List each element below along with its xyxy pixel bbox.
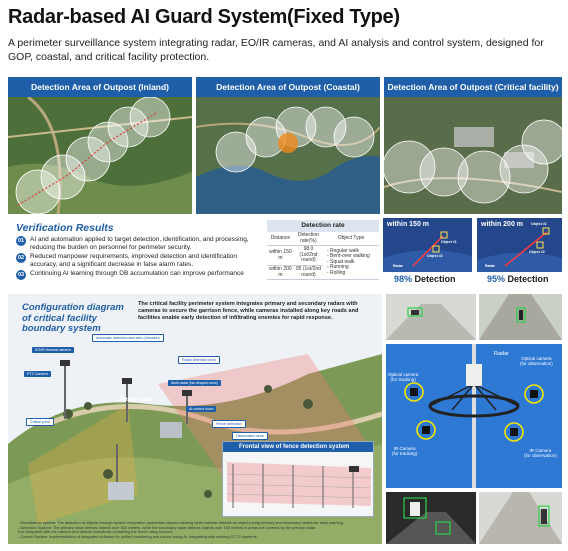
page-title: Radar-based AI Guard System(Fixed Type) [8, 6, 400, 28]
verification-item-2: 02 Reduced manpower requirements, improv… [16, 253, 266, 268]
detection-obj1-200: Object #1 [531, 222, 547, 226]
config-title-line: boundary system [22, 323, 101, 334]
config-title-line: Configuration diagram [22, 302, 124, 313]
tower-optical-right-line: (for observation) [520, 361, 553, 366]
rate-header-distance: Distance [267, 232, 294, 247]
config-footnotes: - Surveillance system: The detection of … [18, 520, 378, 539]
map-coastal-label: Detection Area of Outpost (Coastal) [196, 77, 380, 97]
tag-multi: Multi-radar (fan-shaped area) [168, 380, 221, 386]
map-coastal-image [196, 97, 380, 214]
object-type: - Squat walk [326, 258, 355, 265]
rate-row-2-distance: within 200 m [267, 265, 294, 281]
tower-optical-left-line: Optical camera [388, 372, 419, 377]
footnote: - Detection System: The primary radar de… [18, 524, 317, 530]
detection-obj2-150: Object #2 [427, 254, 443, 258]
fence-illustration [223, 452, 373, 516]
page-subtitle: A perimeter surveillance system integrat… [8, 37, 544, 63]
verification-item-3: 03 Continuing AI learning through DB acc… [16, 270, 266, 280]
detection-rate-title: Detection rate [267, 220, 379, 232]
detection-label-200: Detection [507, 274, 549, 284]
fence-view-title: Frontal view of fence detection system [223, 442, 373, 452]
tower-ir-left-line: (for tracking) [392, 451, 418, 456]
object-type: - Bent-over walking [326, 253, 370, 260]
config-title: Configuration diagram of critical facili… [22, 302, 124, 335]
detection-radar-200: Radar [485, 264, 495, 268]
rate-row-2-rate: 95 (1st/2nd round) [293, 265, 323, 281]
detection-obj1-150: Object #1 [441, 240, 457, 244]
detection-range-200: within 200 m [481, 221, 524, 228]
object-type: - Running [326, 264, 349, 271]
map-inland-image [8, 97, 192, 214]
tower-optical-left-line: (for tracking) [390, 377, 416, 382]
critical-point-label: Critical point [118, 397, 152, 403]
verification-text-1: AI and automation applied to target dete… [30, 236, 249, 251]
footnote: - Control System: Implementation of inte… [18, 533, 258, 539]
fence-view-panel: Frontal view of fence detection system [222, 441, 374, 517]
tower-ir-right: IR Camera (for observation) [524, 448, 557, 458]
rate-header-type: Object Type [322, 232, 379, 247]
tag-radar-detect: Radar detection area [178, 356, 220, 364]
detection-image-150m: within 150 m Object #1 Object #2 Radar [383, 218, 472, 272]
tag-obs-area: Observation area [232, 432, 268, 440]
config-title-line: of critical facility [22, 312, 97, 324]
detection-pct-150: 98% [394, 274, 413, 284]
verification-num-3: 03 [16, 270, 26, 280]
thermal-photo-right [479, 492, 562, 544]
detection-pct-200: 95% [487, 274, 506, 284]
tower-ir-left: IR Camera (for tracking) [392, 446, 417, 456]
detection-radar-150: Radar [393, 264, 403, 268]
map-inland-label: Detection Area of Outpost (Inland) [8, 77, 192, 97]
verification-num-2: 02 [16, 253, 26, 263]
detection-result-150: 98% Detection [394, 274, 456, 284]
map-inland: Detection Area of Outpost (Inland) [8, 77, 192, 214]
verification-text-2: Reduced manpower requirements, improved … [30, 253, 238, 268]
tag-eo-ir: EO/IR thermal camera [32, 347, 74, 353]
tower-radar-label: Radar [494, 351, 509, 357]
tower-optical-right: Optical camera (for observation) [520, 356, 553, 366]
cctv-photo-road [386, 294, 476, 340]
footnote: It is integrated with the camera and det… [18, 529, 174, 535]
config-description: The critical facility perimeter system i… [138, 301, 359, 321]
verification-title: Verification Results [16, 222, 114, 234]
thermal-photo-left [386, 492, 476, 544]
tag-ai-ctrl: AI control room [186, 406, 217, 412]
map-critical-image [384, 97, 562, 214]
object-types: - Regular walk - Bent-over walking - Squ… [322, 245, 379, 281]
detection-result-200: 95% Detection [487, 274, 549, 284]
rate-header-rate: Detection rate(%) [293, 232, 323, 247]
verification-num-1: 01 [16, 236, 26, 246]
tower-optical-right-line: Optical camera [521, 356, 552, 361]
tag-critical: Critical point [26, 418, 54, 426]
tower-ir-right-line: (for observation) [524, 453, 557, 458]
detection-rate-table: Detection rate Distance Detection rate(%… [267, 220, 379, 288]
detection-image-200m: within 200 m Object #1 Object #2 Radar [477, 218, 562, 272]
tower-ir-left-line: IR Camera [393, 446, 416, 451]
verification-item-1: 01 AI and automation applied to target d… [16, 236, 266, 251]
footnote: - Surveillance system: The detection of … [18, 520, 344, 525]
detection-range-150: within 150 m [387, 221, 430, 228]
cctv-photo-person [479, 294, 562, 340]
map-critical-facility: Detection Area of Outpost (Critical faci… [384, 77, 562, 214]
rate-row-1-rate: 98.0 (1st/2nd round) [293, 245, 323, 266]
map-coastal: Detection Area of Outpost (Coastal) [196, 77, 380, 214]
map-critical-label: Detection Area of Outpost (Critical faci… [384, 77, 562, 97]
object-type: - Regular walk [326, 247, 359, 254]
tower-photo: Radar Optical camera (for tracking) Opti… [386, 344, 562, 488]
verification-text-3: Continuing AI learning through DB accumu… [30, 270, 244, 277]
tag-auto-detect: Automatic detection and alert (Intrusion… [92, 334, 164, 342]
tag-ptz: PTZ Camera [24, 371, 51, 377]
tower-optical-left: Optical camera (for tracking) [388, 372, 418, 382]
tag-fence-det: Fence detection [212, 420, 246, 428]
detection-obj2-200: Object #2 [529, 250, 545, 254]
tower-ir-right-line: IR Camera [529, 448, 552, 453]
detection-label-150: Detection [414, 274, 456, 284]
object-type: - Rolling [326, 270, 346, 277]
rate-row-1-distance: within 150 m [267, 245, 294, 266]
